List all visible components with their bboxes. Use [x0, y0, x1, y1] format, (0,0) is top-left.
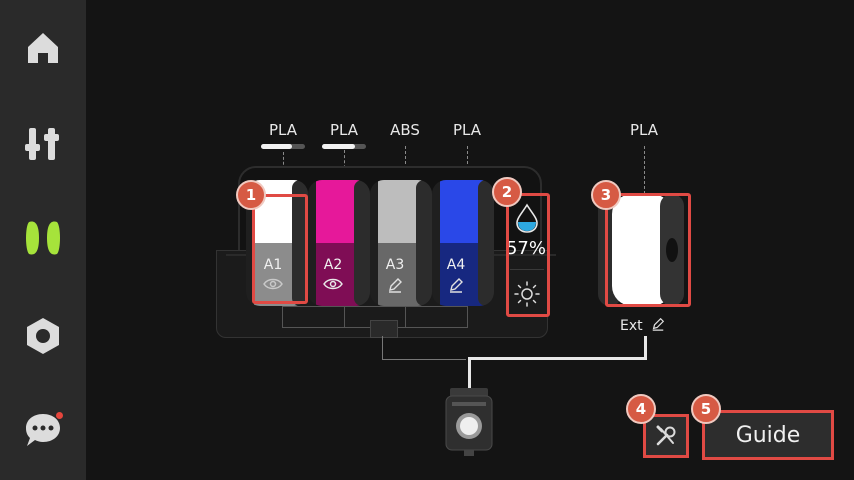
slot-a1-remaining-fill — [261, 144, 292, 149]
slot-a4-edit-button[interactable] — [431, 277, 481, 293]
pencil-icon — [652, 317, 665, 331]
eye-icon — [323, 278, 343, 290]
slot-a2-remaining-bar — [322, 144, 366, 149]
ams-tube — [467, 306, 468, 328]
callout-badge-2: 2 — [492, 177, 522, 207]
ext-label: Ext — [620, 318, 643, 334]
ext-material: PLA — [629, 121, 658, 139]
slot-a1-material: PLA — [268, 121, 297, 139]
nav-controls[interactable] — [19, 120, 67, 168]
nav-home[interactable] — [19, 24, 67, 72]
spool-filament-top — [440, 180, 484, 243]
ext-feed-tube — [468, 357, 646, 360]
slot-a3-material: ABS — [390, 121, 420, 139]
spool-filament-bottom — [378, 243, 422, 306]
notification-dot — [56, 412, 63, 419]
pencil-icon — [450, 278, 463, 293]
ext-connector — [644, 146, 645, 194]
sun-icon — [514, 281, 540, 307]
spool-flange — [292, 180, 308, 306]
callout-badge-3: 3 — [591, 180, 621, 210]
spool-filament-bottom — [316, 243, 360, 306]
spool-flange — [416, 180, 432, 306]
slot-a2-name: A2 — [323, 257, 343, 273]
spool-filament-top — [378, 180, 422, 243]
spool-filament-bottom — [440, 243, 484, 306]
ams-feed-tube — [382, 336, 383, 360]
callout-3-highlight — [605, 193, 691, 307]
slot-a3-edit-button[interactable] — [370, 277, 420, 293]
humidity-value: 57% — [505, 238, 546, 259]
nav-messages[interactable] — [19, 406, 67, 454]
slot-a4-spool[interactable] — [432, 180, 494, 306]
spool-flange — [478, 180, 494, 306]
ams-stage: PLA PLA ABS PLA PLA A1 A2 A3 A4 — [86, 0, 854, 480]
ext-label-group[interactable]: Ext — [620, 317, 665, 334]
spool-filament-top — [316, 180, 360, 243]
slot-a3-name: A3 — [385, 257, 405, 273]
spool-filament-bottom — [254, 243, 298, 306]
eye-icon — [263, 278, 283, 290]
ams-tube — [405, 306, 406, 328]
slot-a1-name: A1 — [263, 257, 283, 273]
sliders-icon — [25, 128, 59, 160]
slot-a2-material: PLA — [329, 121, 358, 139]
callout-1-highlight — [252, 194, 308, 304]
slot-a2-spool[interactable] — [308, 180, 370, 306]
ams-tube — [344, 306, 345, 328]
guide-button[interactable]: Guide — [702, 410, 834, 460]
slot-a4-material: PLA — [452, 121, 481, 139]
callout-2-highlight — [506, 193, 550, 317]
sidebar — [0, 0, 86, 480]
ext-feed-tube — [644, 336, 647, 360]
tools-button[interactable] — [643, 414, 689, 458]
slot-a2-remaining-fill — [322, 144, 355, 149]
ams-feed-tube — [382, 359, 466, 360]
nav-filament[interactable] — [19, 214, 67, 262]
toolhead-icon — [445, 388, 493, 456]
toolhead-feed-tube — [468, 357, 471, 391]
external-spool[interactable] — [598, 190, 690, 310]
slot-a3-spool[interactable] — [370, 180, 432, 306]
ext-spool-graphic — [598, 194, 684, 306]
callout-badge-1: 1 — [236, 180, 266, 210]
ams-tube — [282, 306, 283, 328]
callout-badge-4: 4 — [626, 394, 656, 424]
ams-tube-manifold — [282, 306, 468, 307]
spool-flange — [354, 180, 370, 306]
nav-settings[interactable] — [19, 312, 67, 360]
home-icon — [28, 33, 58, 63]
pencil-icon — [389, 278, 402, 293]
humidity-panel[interactable] — [506, 195, 548, 315]
nut-icon — [27, 318, 59, 354]
water-drop-icon — [516, 203, 538, 233]
callout-badge-5: 5 — [691, 394, 721, 424]
chat-icon — [26, 414, 60, 446]
wrench-screwdriver-icon — [656, 425, 676, 446]
slot-a1-view-button[interactable] — [248, 277, 298, 293]
slot-a1-remaining-bar — [261, 144, 305, 149]
slot-a2-view-button[interactable] — [308, 277, 358, 293]
slot-a4-name: A4 — [446, 257, 466, 273]
filament-icon — [26, 221, 60, 255]
ams-hub — [370, 320, 398, 338]
